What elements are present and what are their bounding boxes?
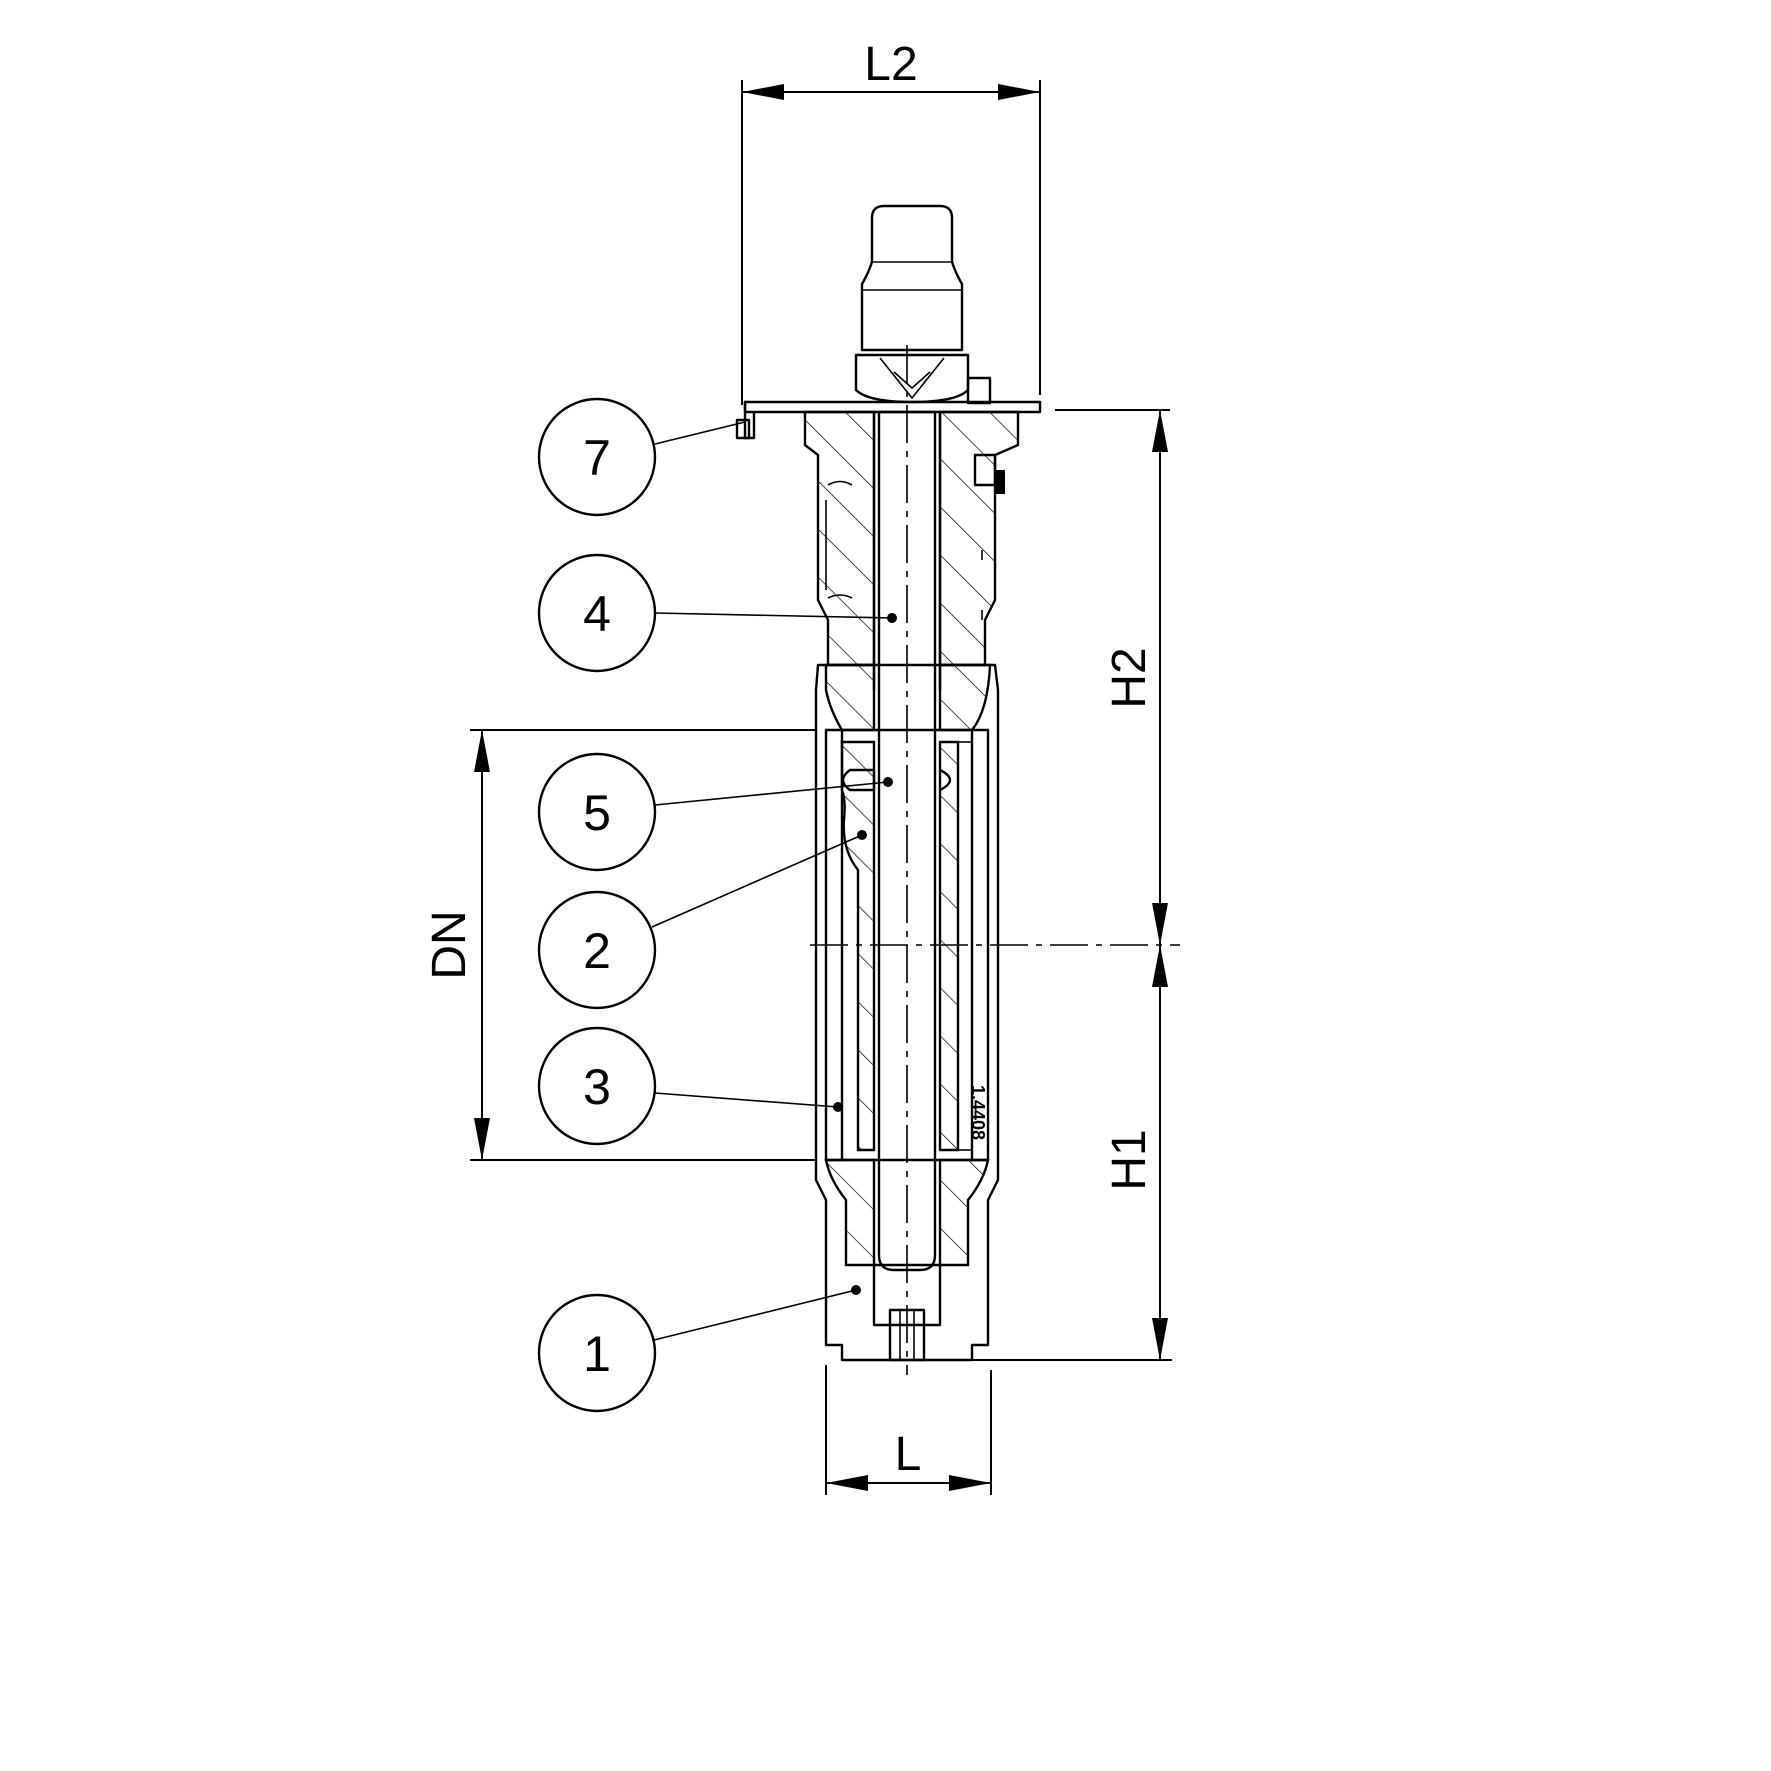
dimension-label-dn: DN xyxy=(423,910,476,979)
svg-text:7: 7 xyxy=(583,430,611,486)
neck xyxy=(803,410,1020,692)
balloon-1: 1 xyxy=(537,1285,861,1413)
svg-text:2: 2 xyxy=(583,923,611,979)
svg-text:3: 3 xyxy=(583,1059,611,1115)
svg-text:4: 4 xyxy=(583,586,611,642)
dimension-label-l2: L2 xyxy=(864,38,917,91)
balloon-7: 7 xyxy=(537,397,746,517)
dimension-lines xyxy=(470,80,1172,1495)
svg-text:1: 1 xyxy=(583,1326,611,1382)
balloon-3: 3 xyxy=(537,1026,843,1146)
body-marking: 1.4408 xyxy=(968,1085,988,1140)
balloon-4: 4 xyxy=(537,553,897,673)
dimension-label-h2: H2 xyxy=(1103,647,1156,708)
balloon-5: 5 xyxy=(537,752,893,872)
stem xyxy=(877,345,937,1375)
handle-top xyxy=(854,204,992,405)
dimension-label-h1: H1 xyxy=(1103,1129,1156,1190)
dimension-label-l: L xyxy=(895,1428,922,1481)
balloon-2: 2 xyxy=(537,830,867,1010)
disc xyxy=(840,740,972,1152)
svg-text:5: 5 xyxy=(583,785,611,841)
